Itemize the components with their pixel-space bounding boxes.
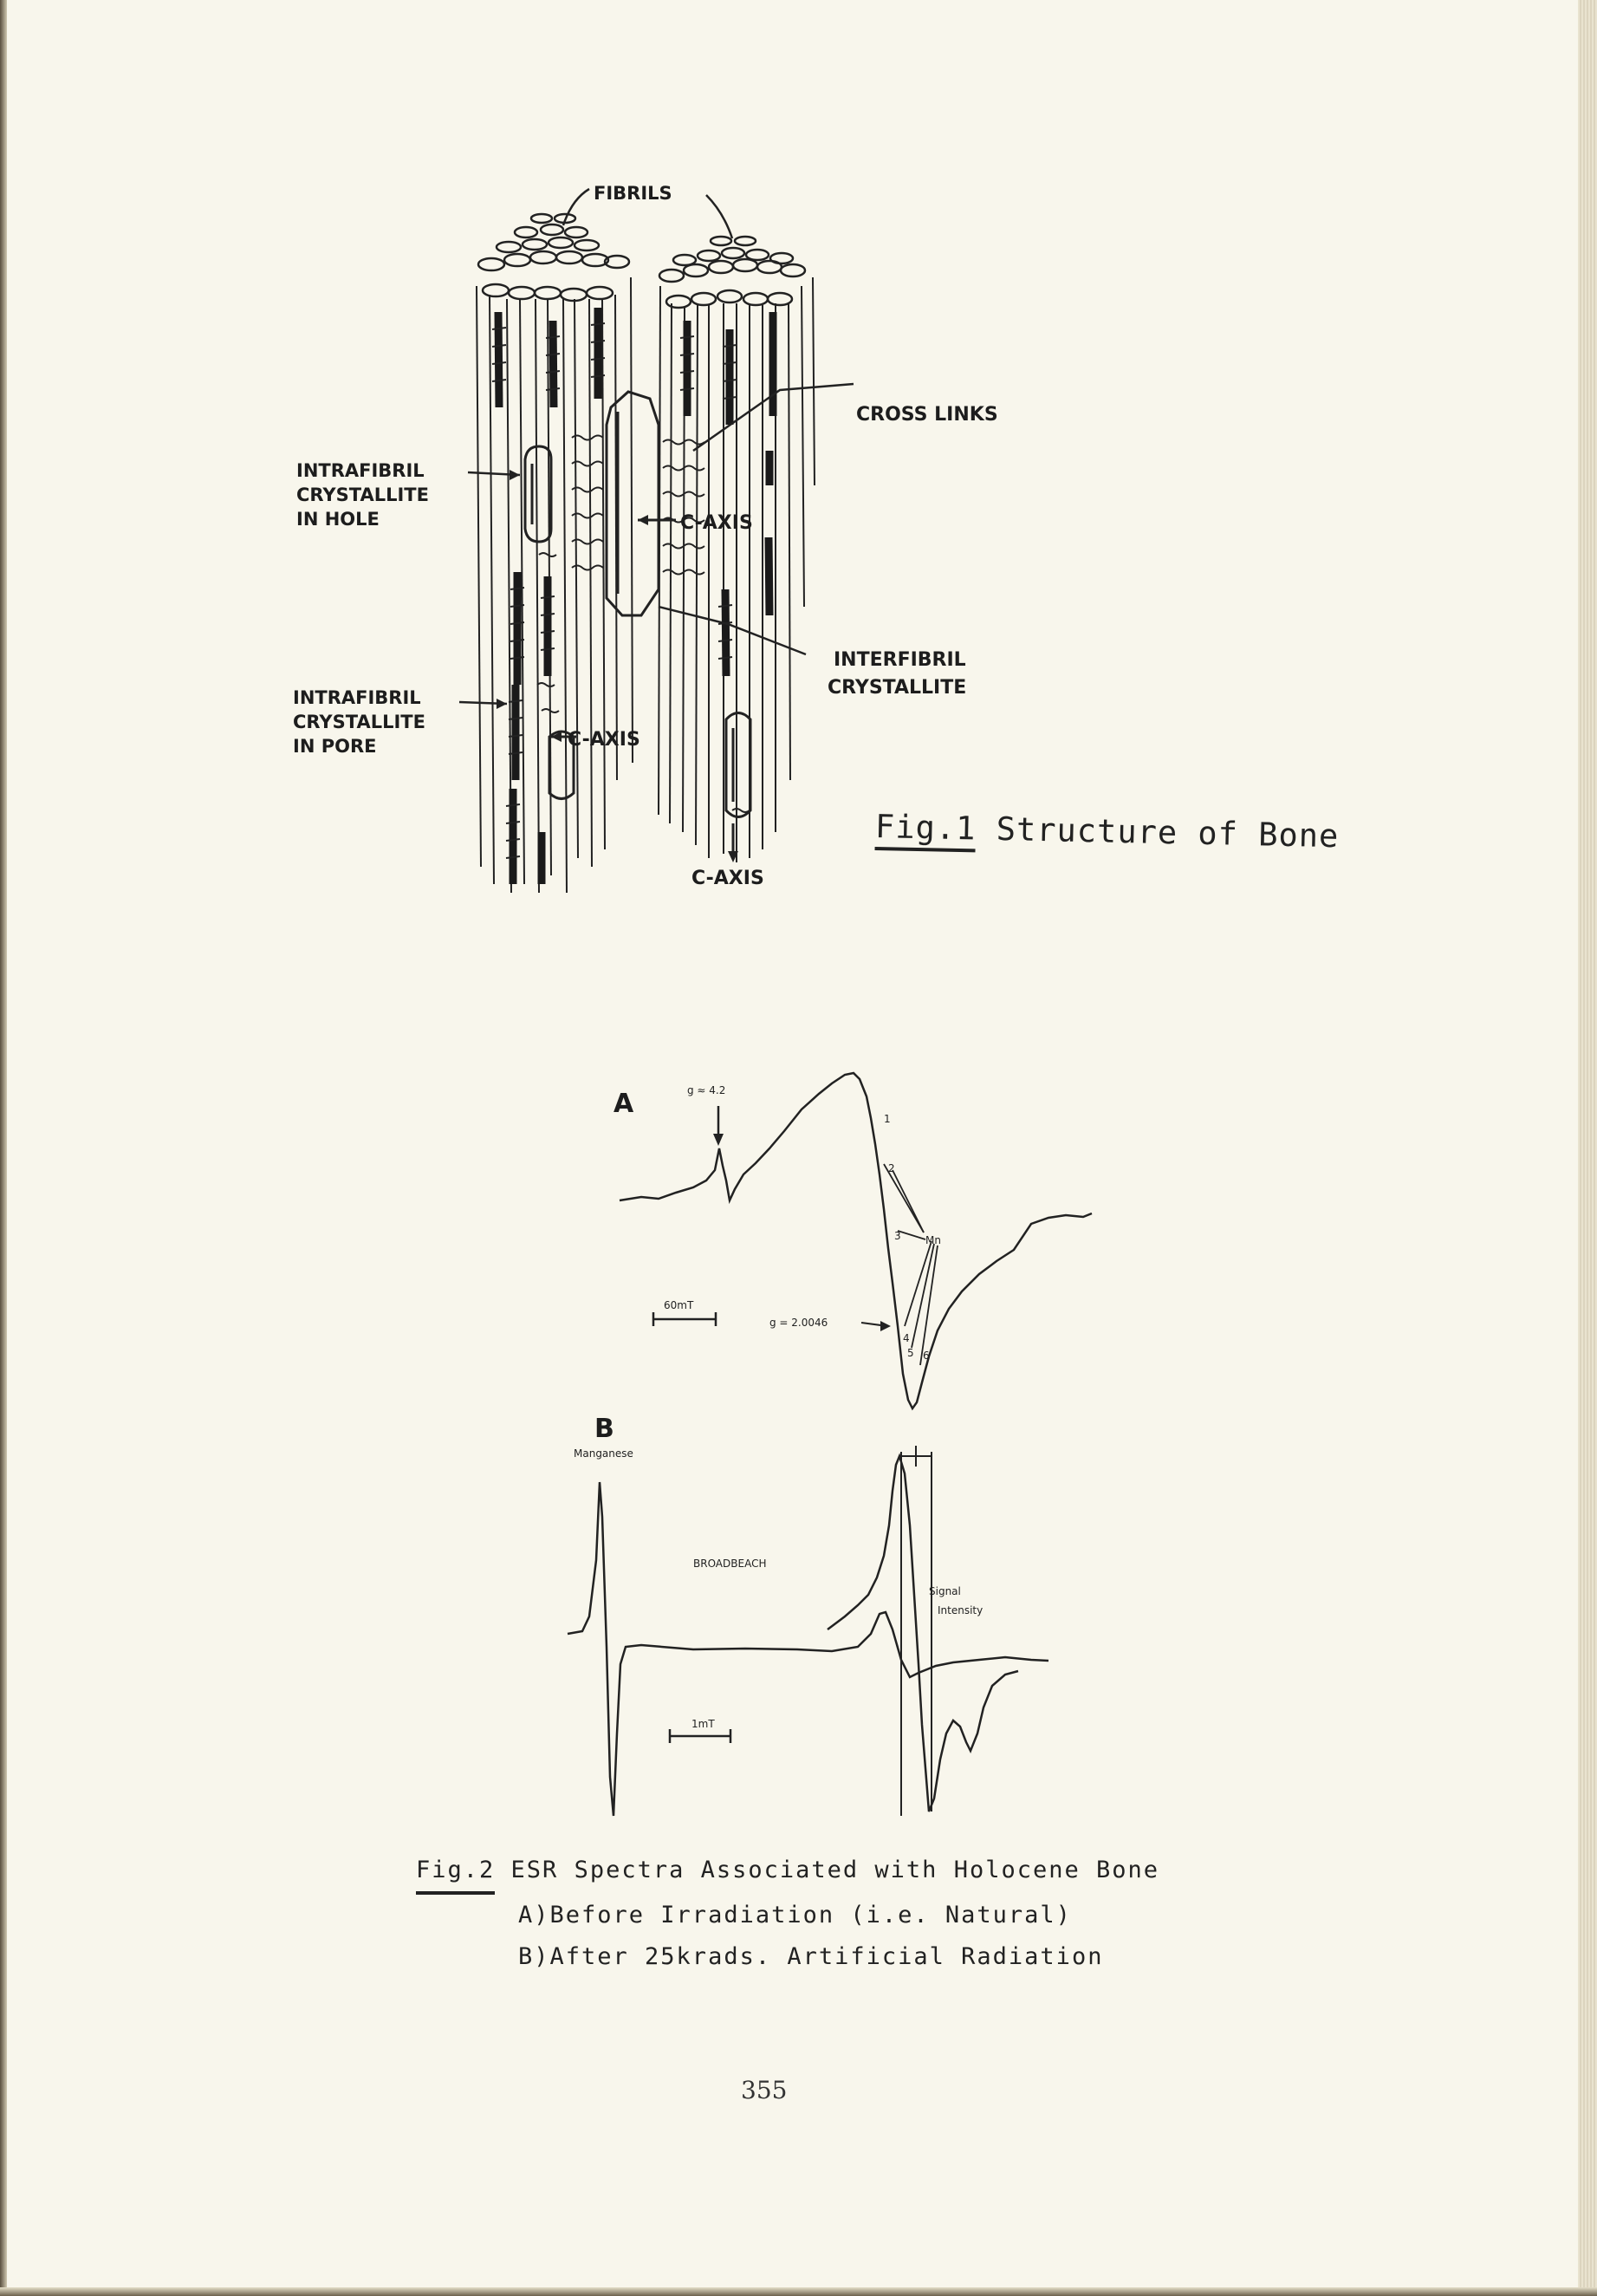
manganese-label: Manganese — [574, 1447, 633, 1460]
fig2-caption-line-a: A)Before Irradiation (i.e. Natural) — [416, 1895, 1159, 1936]
broadbeach-label: BROADBEACH — [693, 1558, 766, 1570]
panel-a-letter: A — [613, 1089, 634, 1119]
signal-label-2: Intensity — [938, 1604, 983, 1616]
mn-label: Mn — [925, 1234, 941, 1246]
panel-a-scale-bar — [653, 1312, 716, 1326]
line-num-4: 4 — [903, 1332, 910, 1344]
panel-a-spectrum — [620, 1073, 1092, 1408]
panel-b-scale-label: 1mT — [691, 1718, 715, 1730]
panel-b-letter: B — [594, 1414, 614, 1444]
panel-b-spectrum-natural — [568, 1482, 1048, 1816]
panel-b-spectrum-irradiated — [828, 1456, 1018, 1811]
line-num-3: 3 — [894, 1230, 901, 1242]
mn-leader-lines — [884, 1164, 938, 1365]
line-num-5: 5 — [907, 1347, 914, 1359]
line-num-2: 2 — [888, 1162, 895, 1174]
fig2-caption-line-b: B)After 25krads. Artificial Radiation — [416, 1936, 1159, 1978]
page-edge-bottom — [0, 2287, 1597, 2296]
g-low-label: g ≈ 4.2 — [687, 1084, 725, 1096]
line-num-1: 1 — [884, 1113, 891, 1125]
g42-arrowhead — [713, 1134, 724, 1146]
panel-a-scale-label: 60mT — [664, 1299, 694, 1311]
fig2-caption: Fig.2 ESR Spectra Associated with Holoce… — [416, 1850, 1159, 1978]
g-high-label: g = 2.0046 — [769, 1317, 828, 1329]
fig2-caption-title-line: Fig.2 ESR Spectra Associated with Holoce… — [416, 1850, 1159, 1895]
fig2-caption-title: ESR Spectra Associated with Holocene Bon… — [511, 1857, 1159, 1883]
fig2-caption-number: Fig.2 — [416, 1850, 495, 1895]
panel-b-scale-bar — [670, 1729, 730, 1743]
page-number: 355 — [741, 2076, 787, 2104]
line-num-6: 6 — [923, 1350, 930, 1362]
fig2-spectra: A g ≈ 4.2 60mT g = 2.0046 Mn 1 2 3 4 5 6… — [0, 0, 1597, 1907]
signal-label-1: Signal — [929, 1585, 961, 1597]
g-high-arrowhead — [880, 1321, 891, 1331]
